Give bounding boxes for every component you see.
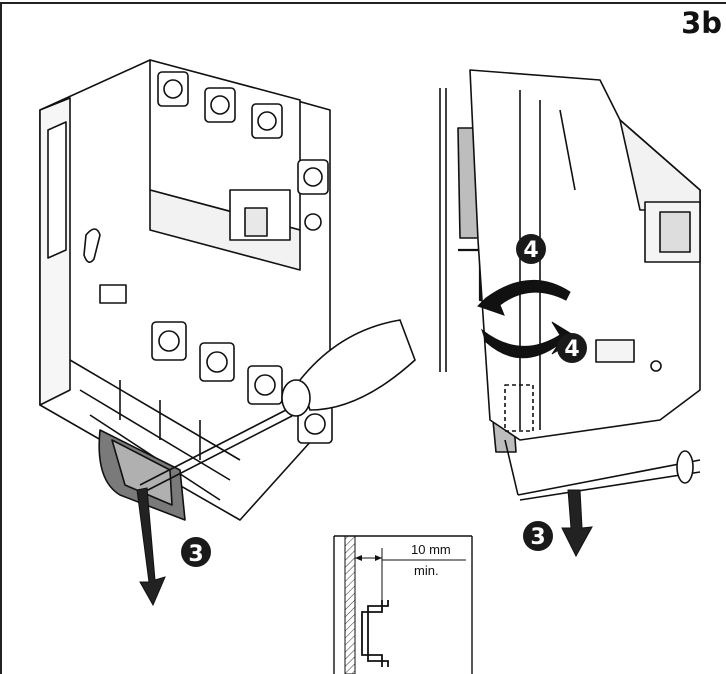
callout-tilt-upper: 4 xyxy=(516,234,546,264)
down-arrow-icon xyxy=(136,487,166,607)
callout-tilt-lower: 4 xyxy=(557,333,587,363)
upper-terminals xyxy=(157,71,329,195)
step-identifier: 3b xyxy=(681,6,722,40)
callout-release-left: 3 xyxy=(181,537,211,567)
down-arrow-icon xyxy=(561,489,593,558)
top-border xyxy=(0,2,726,4)
left-border xyxy=(0,2,2,674)
callout-release-right: 3 xyxy=(523,521,553,551)
clearance-distance: 10 mm xyxy=(411,542,451,557)
breaker-front-view xyxy=(39,59,333,521)
clearance-qualifier: min. xyxy=(414,563,439,578)
callout-label: 3 xyxy=(188,542,203,567)
clearance-detail: 10 mm min. xyxy=(333,535,473,674)
screwdriver-icon xyxy=(504,439,701,501)
callout-label: 4 xyxy=(523,238,538,263)
callout-label: 4 xyxy=(564,337,579,362)
screwdriver-icon xyxy=(139,319,416,492)
lower-terminals xyxy=(151,321,333,444)
callout-label: 3 xyxy=(530,525,545,550)
breaker-side-view xyxy=(439,69,701,453)
